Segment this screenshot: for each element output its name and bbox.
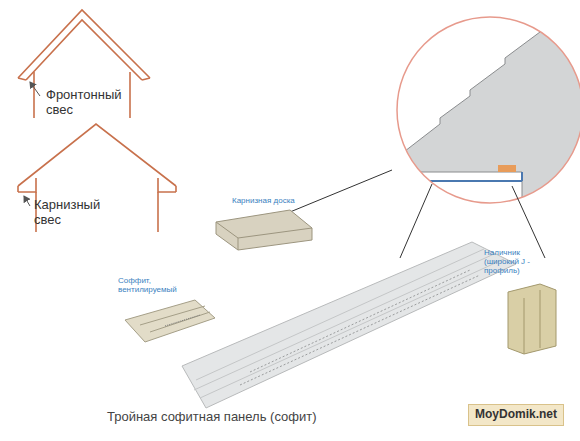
gable-house: [18, 10, 150, 118]
caption: Тройная софитная панель (софит): [107, 410, 317, 425]
overhang-label: Карнизный свес: [34, 198, 114, 228]
vented-soffit: [125, 300, 215, 342]
part-label: Наличник (широкий J - профиль): [484, 248, 540, 276]
eave-detail: [390, 0, 580, 220]
leader-line: [30, 82, 40, 96]
fascia-board: [216, 210, 312, 250]
eave-house: [18, 124, 176, 232]
watermark: MoyDomik.net: [468, 404, 564, 426]
leader-line: [24, 196, 30, 206]
part-label: Карнизная доска: [232, 196, 322, 205]
leader-line: [290, 170, 545, 258]
j-profile: [508, 284, 556, 354]
overhang-label: Фронтонный свес: [46, 88, 136, 118]
part-label: Соффит, вентилируемый: [118, 276, 168, 294]
triple-soffit-panel: [182, 242, 516, 408]
detail-circle: [397, 17, 580, 203]
